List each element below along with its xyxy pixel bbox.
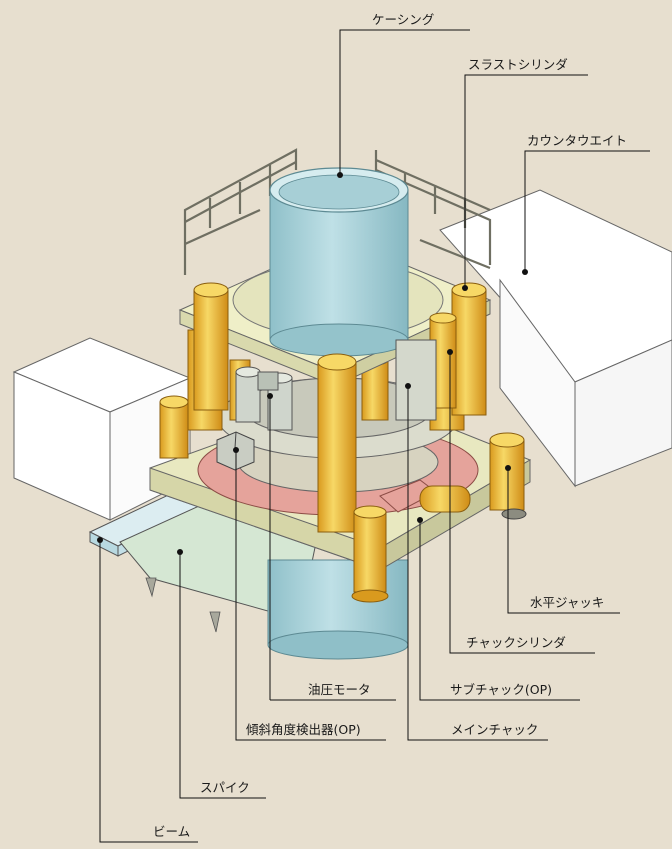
label-spike: スパイク xyxy=(200,780,250,795)
label-inclination-detector: 傾斜角度検出器(OP) xyxy=(246,722,361,737)
chuck-cylinders xyxy=(159,353,389,603)
casing xyxy=(269,167,409,357)
guard-rails xyxy=(183,148,492,275)
label-horizontal-jack: 水平ジャッキ xyxy=(530,595,604,610)
thrust-cylinders xyxy=(193,282,487,416)
label-sub-chuck: サブチャック(OP) xyxy=(450,682,552,697)
callout-labels: ケーシング スラストシリンダ カウンタウエイト 水平ジャッキ チャックシリンダ … xyxy=(153,12,627,839)
label-beam: ビーム xyxy=(153,824,190,839)
casing-lower xyxy=(267,559,409,660)
counterweight-right xyxy=(439,189,672,488)
hydraulic-motors xyxy=(235,366,293,431)
label-hydraulic-motor: 油圧モータ xyxy=(308,682,371,697)
label-counterweight: カウンタウエイト xyxy=(527,133,627,148)
label-casing: ケーシング xyxy=(372,12,434,27)
label-main-chuck: メインチャック xyxy=(451,722,538,737)
leader-lines xyxy=(97,29,650,843)
label-chuck-cylinder: チャックシリンダ xyxy=(466,635,566,650)
label-thrust-cylinder: スラストシリンダ xyxy=(468,57,568,72)
